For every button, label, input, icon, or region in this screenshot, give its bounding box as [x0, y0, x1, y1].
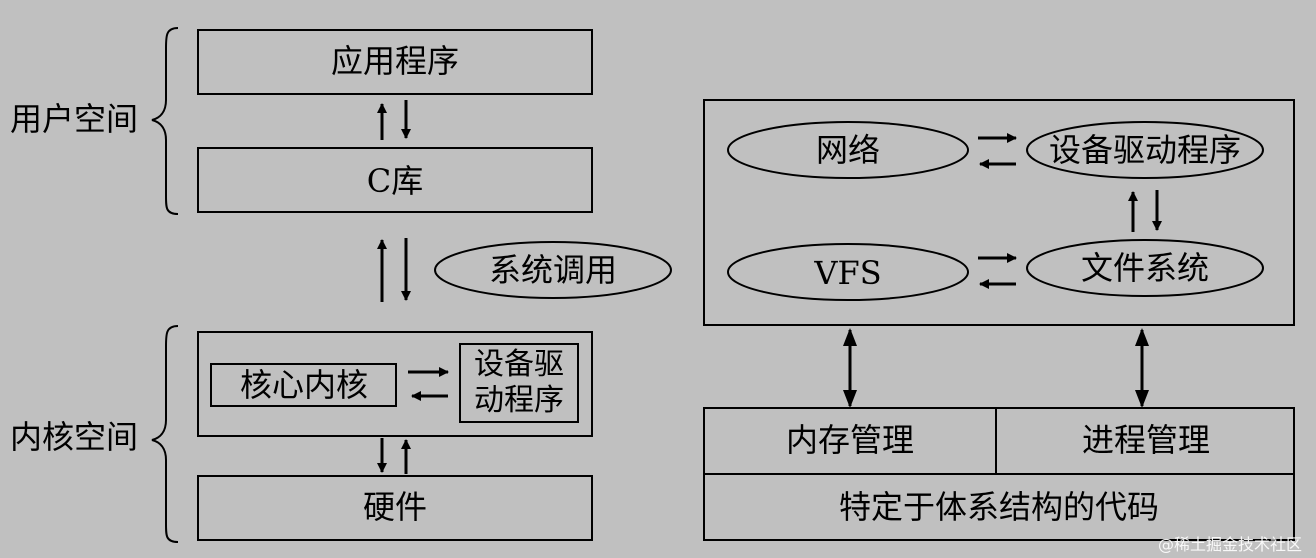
clib-label: C库 [367, 162, 424, 200]
filesystem-label: 文件系统 [1081, 249, 1209, 287]
driver-oval [1026, 121, 1264, 179]
core-kernel-box [210, 363, 397, 407]
device-driver-label-line2: 动程序 [474, 383, 564, 418]
watermark-text: @稀土掘金技术社区 [1158, 535, 1302, 554]
clib-box [197, 147, 593, 213]
arch-code-label: 特定于体系结构的代码 [839, 488, 1159, 526]
network-label: 网络 [816, 131, 880, 169]
hardware-label: 硬件 [363, 488, 427, 526]
subsystem-box [703, 99, 1295, 326]
hardware-box [197, 475, 593, 541]
kernel-outer-box [197, 331, 593, 437]
user-space-label: 用户空间 [10, 100, 138, 138]
user-space-brace [151, 27, 179, 215]
kernel-space-brace [151, 325, 179, 543]
application-label: 应用程序 [331, 42, 459, 80]
device-driver-label-line1: 设备驱 [474, 347, 564, 382]
vfs-oval [727, 243, 969, 301]
device-driver-box [459, 343, 579, 423]
kernel-space-label: 内核空间 [10, 418, 138, 456]
core-kernel-label: 核心内核 [240, 366, 368, 404]
syscall-label: 系统调用 [489, 251, 617, 289]
application-box [197, 29, 593, 95]
vfs-label: VFS [813, 254, 881, 292]
driver-oval-label: 设备驱动程序 [1049, 131, 1241, 169]
process-mgmt-label: 进程管理 [1082, 421, 1210, 459]
syscall-oval [434, 241, 672, 299]
network-oval [727, 121, 969, 179]
filesystem-oval [1026, 239, 1264, 297]
memory-mgmt-label: 内存管理 [786, 421, 914, 459]
